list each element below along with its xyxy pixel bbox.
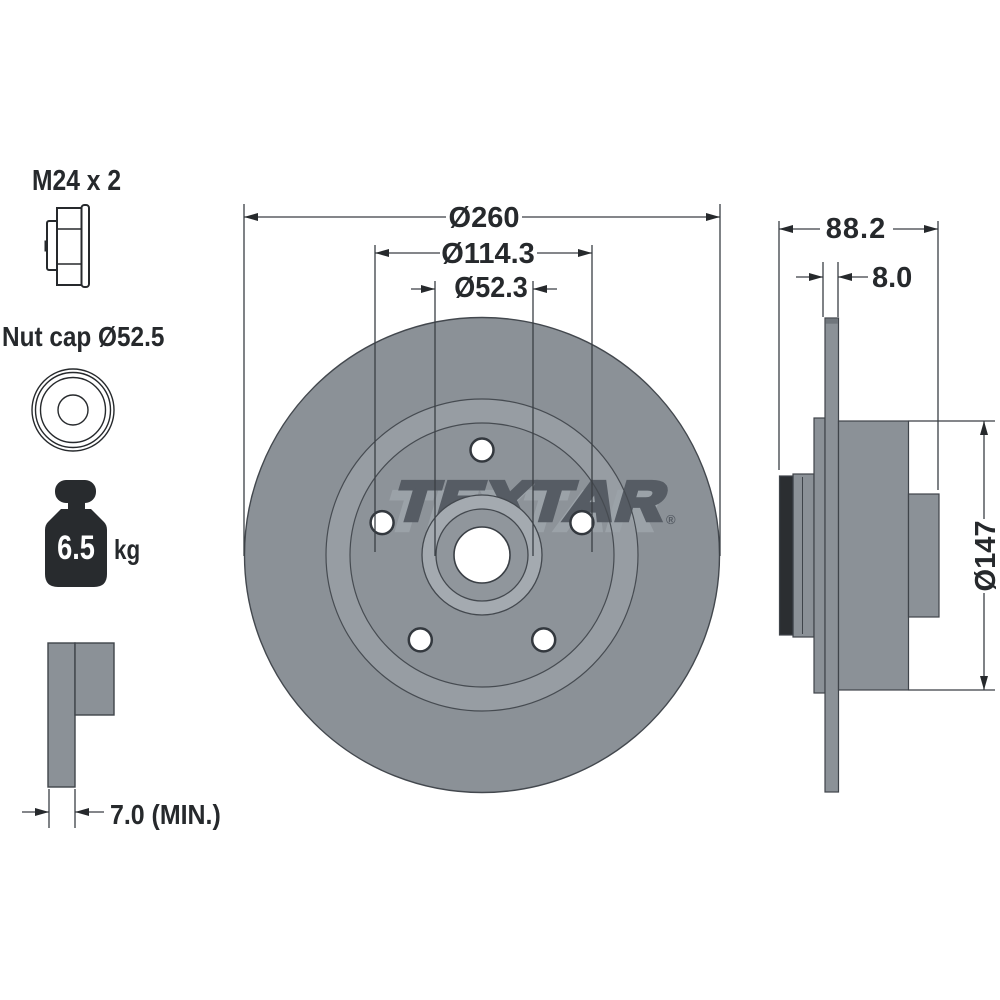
svg-text:6.5: 6.5 [57, 528, 95, 567]
svg-text:7.0 (MIN.): 7.0 (MIN.) [110, 799, 221, 831]
svg-text:®: ® [666, 512, 676, 527]
svg-text:Ø260: Ø260 [449, 202, 520, 234]
svg-text:Ø114.3: Ø114.3 [441, 238, 535, 270]
svg-text:M24 x 2: M24 x 2 [32, 164, 121, 196]
svg-text:Nut cap Ø52.5: Nut cap Ø52.5 [2, 320, 164, 352]
svg-text:Ø147: Ø147 [970, 521, 1000, 592]
svg-text:Ø52.3: Ø52.3 [454, 271, 527, 303]
svg-text:kg: kg [114, 535, 140, 566]
svg-text:88.2: 88.2 [826, 213, 886, 245]
svg-text:8.0: 8.0 [872, 262, 912, 294]
